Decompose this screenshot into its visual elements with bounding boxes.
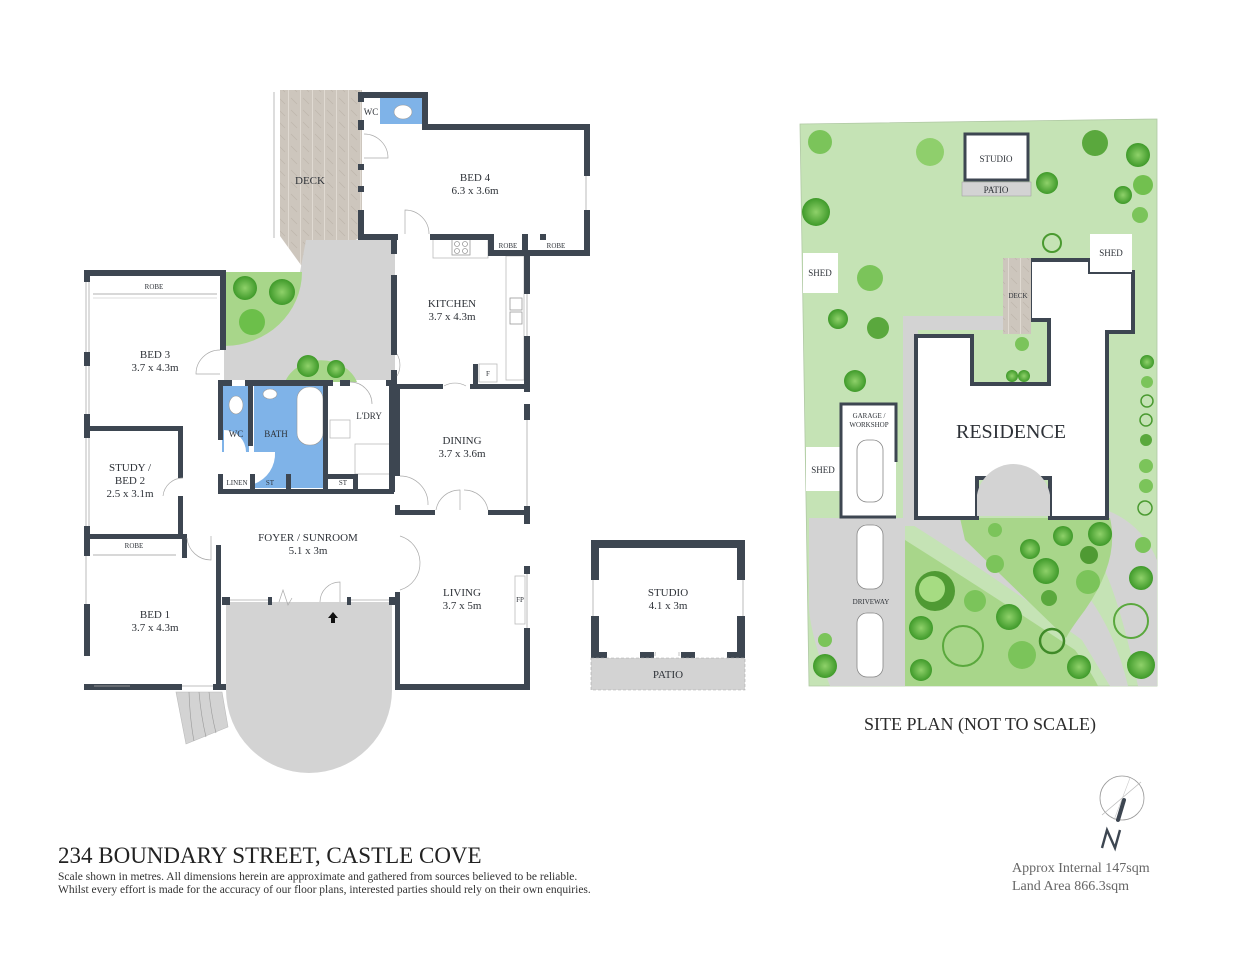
land-area: Land Area 866.3sqm — [1012, 879, 1130, 894]
cooktop-icon — [451, 238, 471, 256]
shed-right-label: SHED — [1099, 248, 1123, 258]
residence-label: RESIDENCE — [956, 421, 1066, 443]
garage-label-2: WORKSHOP — [849, 421, 888, 429]
sink-icon — [509, 297, 523, 325]
bed4-dims: 6.3 x 3.6m — [451, 185, 499, 197]
dining-label: DINING — [442, 435, 481, 447]
internal-area: Approx Internal 147sqm — [1012, 861, 1150, 876]
bed4-robe-b: ROBE — [547, 242, 566, 250]
living-label: LIVING — [443, 587, 481, 599]
wc-label: WC — [229, 429, 244, 439]
foyer-dims: 5.1 x 3m — [289, 545, 328, 557]
disclaimer-line-2: Whilst every effort is made for the accu… — [58, 884, 591, 896]
property-address-title: 234 BOUNDARY STREET, CASTLE COVE — [58, 843, 482, 868]
residence — [914, 258, 1135, 520]
site-studio-label: STUDIO — [980, 154, 1013, 164]
car-icons — [856, 439, 884, 678]
study-label-2: BED 2 — [115, 475, 145, 487]
shed-left-label: SHED — [808, 268, 832, 278]
area-summary: Approx Internal 147sqm Land Area 866.3sq… — [1012, 860, 1150, 896]
shrub-icons — [802, 130, 1155, 681]
foyer-label: FOYER / SUNROOM — [258, 532, 358, 544]
bed1-label: BED 1 — [140, 609, 170, 621]
front-porch — [226, 602, 392, 773]
bed1-robe-label: ROBE — [125, 542, 144, 550]
walls — [84, 92, 745, 690]
north-arrow-icon — [1099, 775, 1145, 852]
bed4-robe-a: ROBE — [499, 242, 518, 250]
driveway-label: DRIVEWAY — [853, 598, 890, 606]
deck-label: DECK — [295, 175, 325, 187]
disclaimer-line-1: Scale shown in metres. All dimensions he… — [58, 871, 578, 883]
studio-dims: 4.1 x 3m — [649, 600, 688, 612]
bed3-dims: 3.7 x 4.3m — [131, 362, 179, 374]
footer: 234 BOUNDARY STREET, CASTLE COVE Scale s… — [58, 843, 591, 897]
study-dims: 2.5 x 3.1m — [106, 488, 154, 500]
bed1-dims: 3.7 x 4.3m — [131, 622, 179, 634]
fridge-label: F — [486, 370, 490, 378]
shed-lower-label: SHED — [811, 465, 835, 475]
main-floor-plan: DECK WC BED 4 6.3 x 3.6m ROBE ROBE — [84, 90, 746, 773]
site-plan-caption: SITE PLAN (NOT TO SCALE) — [864, 714, 1097, 734]
studio-label: STUDIO — [648, 587, 688, 599]
dining-dims: 3.7 x 3.6m — [438, 448, 486, 460]
bath-label: BATH — [264, 429, 288, 439]
studio-patio — [590, 657, 746, 691]
windows — [85, 176, 744, 687]
bed3-robe-label: ROBE — [145, 283, 164, 291]
linen-label: LINEN — [227, 479, 248, 487]
door-swings — [162, 133, 680, 657]
entry-arrow-icon — [328, 612, 338, 623]
st2-label: ST — [339, 479, 348, 487]
kitchen-label: KITCHEN — [428, 298, 476, 310]
laundry-label: L'DRY — [356, 411, 382, 421]
site-deck-label: DECK — [1008, 292, 1027, 300]
study-label: STUDY / — [109, 462, 152, 474]
fireplace-label: FP — [516, 596, 524, 604]
bed4-label: BED 4 — [460, 172, 491, 184]
garage-label-1: GARAGE / — [853, 412, 886, 420]
kitchen-dims: 3.7 x 4.3m — [428, 311, 476, 323]
deck-area — [280, 90, 362, 272]
st1-label: ST — [266, 479, 275, 487]
wc-top-label: WC — [364, 107, 379, 117]
site-plan: RESIDENCE DECK STUDIO PATIO SHED SHED SH… — [799, 118, 1158, 852]
patio-label: PATIO — [653, 669, 683, 681]
living-dims: 3.7 x 5m — [443, 600, 482, 612]
bed3-label: BED 3 — [140, 349, 171, 361]
site-patio-label: PATIO — [984, 185, 1009, 195]
